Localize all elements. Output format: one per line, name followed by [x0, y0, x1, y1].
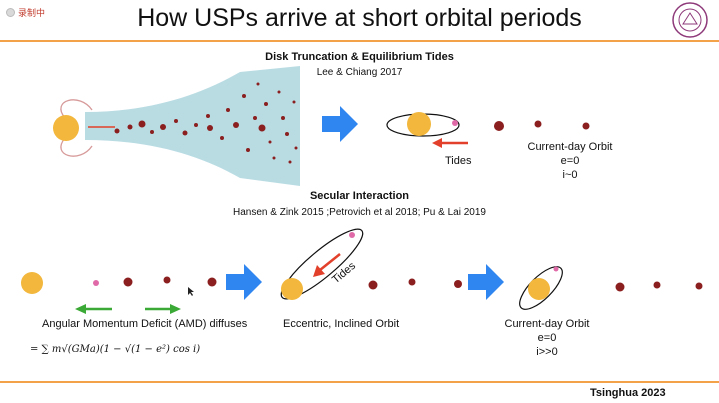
outer-planet-top-1: [494, 121, 504, 131]
process-arrow-bottom-1: [226, 264, 262, 300]
page-title: How USPs arrive at short orbital periods: [137, 4, 582, 32]
outer-planet-top-2: [534, 120, 542, 128]
current-day-star-bottom: [528, 278, 550, 300]
planet-bottom-4: [368, 280, 378, 290]
current-day-orbit-title-top: Current-day Orbit: [527, 141, 613, 153]
planet-bottom-5: [408, 278, 416, 286]
usp-planet-top: [452, 120, 458, 126]
bottom-section-heading: Secular Interaction: [309, 190, 410, 202]
planet-bottom-6: [454, 280, 462, 288]
planet-bottom-3: [207, 277, 217, 287]
process-arrow-top: [322, 106, 358, 142]
mouse-cursor-icon: [188, 287, 194, 296]
planet-bottom-2: [163, 276, 171, 284]
protoplanetary-disk: [85, 66, 300, 186]
record-icon: [6, 8, 15, 17]
process-arrow-bottom-2: [468, 264, 504, 300]
usp-planet-eccentric: [349, 232, 355, 238]
current-day-i-top: i~0: [562, 169, 578, 181]
top-section-heading: Disk Truncation & Equilibrium Tides: [265, 51, 454, 63]
footer-divider: [0, 381, 719, 383]
magnetic-field-loop-bottom: [60, 137, 93, 157]
tides-label-top: Tides: [445, 155, 472, 167]
tides-arrowhead-top: [432, 138, 442, 148]
amd-arrowhead-right: [170, 304, 181, 314]
top-orbit-star: [407, 112, 431, 136]
magnetic-field-loop-top: [60, 99, 93, 119]
tides-arrowhead-bottom: [313, 265, 325, 277]
tides-arrow-bottom: [319, 253, 341, 271]
university-seal-icon: [672, 2, 708, 38]
planet-bottom-1: [123, 277, 133, 287]
eccentric-orbit-star: [281, 278, 303, 300]
outer-planet-top-3: [582, 122, 590, 130]
top-section-citation: Lee & Chiang 2017: [316, 67, 403, 78]
current-day-orbit-title-bottom: Current-day Orbit: [504, 318, 590, 330]
title-divider: [0, 40, 719, 42]
amd-arrowhead-left: [75, 304, 86, 314]
usp-planet-bottom: [93, 280, 99, 286]
current-day-e-top: e=0: [560, 155, 580, 167]
recording-label: 录制中: [18, 8, 46, 18]
eccentric-orbit-label: Eccentric, Inclined Orbit: [283, 318, 400, 330]
planet-bottom-9: [695, 282, 703, 290]
eccentric-inclined-orbit: [280, 228, 364, 300]
host-star: [53, 115, 79, 141]
bottom-host-star: [21, 272, 43, 294]
current-day-i-bottom: i>>0: [536, 346, 558, 358]
footer-text: Tsinghua 2023: [590, 387, 666, 399]
planet-bottom-7: [615, 282, 625, 292]
bottom-section-citation: Hansen & Zink 2015 ;Petrovich et al 2018…: [233, 207, 486, 218]
current-day-e-bottom: e=0: [537, 332, 557, 344]
recording-indicator: 录制中: [6, 6, 45, 19]
disk-planets: [114, 82, 298, 164]
planet-bottom-8: [653, 281, 661, 289]
amd-label: Angular Momentum Deficit (AMD) diffuses: [42, 318, 248, 330]
amd-formula: = ∑ m√(GMa)(1 − √(1 − e²) cos i): [30, 344, 201, 355]
usp-planet-current: [553, 266, 559, 272]
